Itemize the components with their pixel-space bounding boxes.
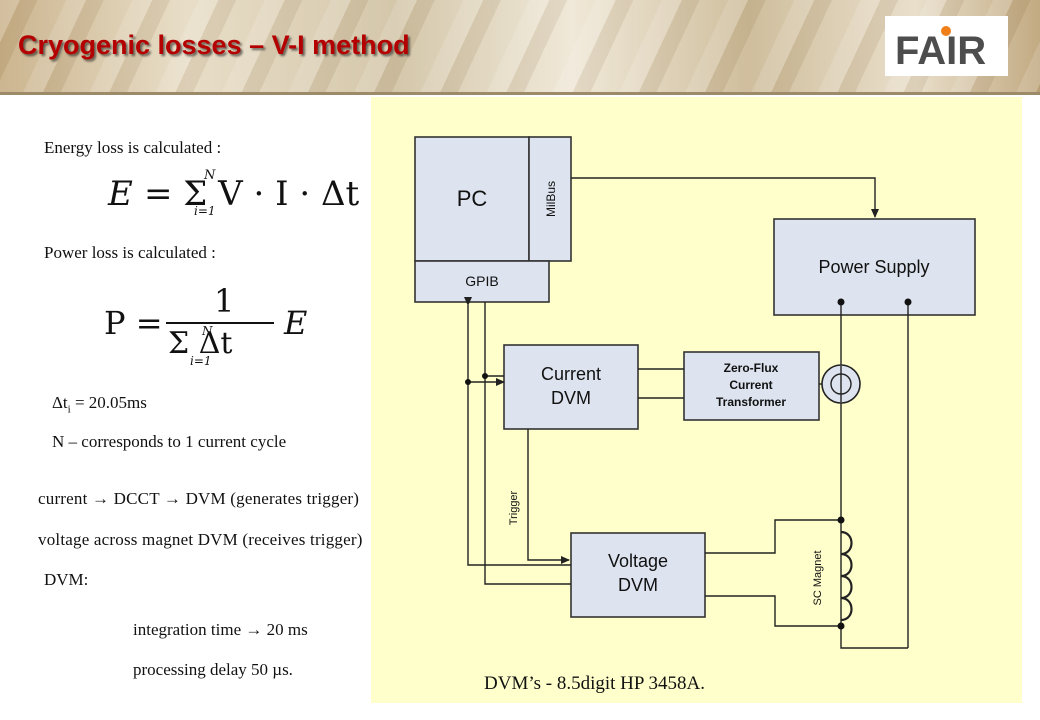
dvm-label: DVM: xyxy=(44,570,89,589)
energy-formula: E = Σ V · I · Δt N i=1 xyxy=(108,168,368,218)
dt-value: Δti = 20.05ms xyxy=(52,393,147,415)
dt-subscript: i xyxy=(67,403,71,416)
milbus-block xyxy=(528,136,572,262)
voltage-chain: voltage across magnet DVM (receives trig… xyxy=(38,530,363,549)
power-supply-block xyxy=(773,218,976,316)
power-sum-upper: N xyxy=(202,324,213,338)
dt-number: = 20.05ms xyxy=(70,393,147,412)
current-dvm-label-2: DVM xyxy=(551,388,591,408)
zero-flux-label-3: Transformer xyxy=(716,395,786,409)
pc-label: PC xyxy=(457,186,488,211)
energy-label: Energy loss is calculated : xyxy=(44,138,222,157)
dvm-caption: DVM’s - 8.5digit HP 3458A. xyxy=(484,673,705,694)
current-dvm-block xyxy=(503,344,639,430)
energy-lhs: E xyxy=(108,174,133,214)
power-denominator: Σ Δt xyxy=(168,326,233,361)
dt-symbol: Δt xyxy=(52,393,68,412)
energy-sum-upper: N xyxy=(204,168,216,183)
header-divider xyxy=(0,92,1040,95)
voltage-tap-top xyxy=(705,519,841,554)
power-lhs: P = xyxy=(104,304,163,342)
processing-delay: processing delay 50 µs. xyxy=(133,660,293,679)
voltage-dvm-block xyxy=(570,532,706,618)
integration-time: integration time → 20 ms xyxy=(133,620,308,639)
trigger-label: Trigger xyxy=(508,490,520,525)
power-supply-label: Power Supply xyxy=(818,257,929,277)
header-banner xyxy=(0,0,1040,92)
zero-flux-label-1: Zero-Flux xyxy=(724,361,779,375)
milbus-arrow xyxy=(571,177,879,218)
power-formula: P = 1 Σ Δt N i=1 E xyxy=(104,282,324,368)
return-lead xyxy=(840,626,908,649)
power-numerator: 1 xyxy=(214,282,235,320)
zero-flux-block xyxy=(683,351,820,421)
logo-dot-icon xyxy=(941,26,951,36)
n-note: N – corresponds to 1 current cycle xyxy=(52,432,287,451)
current-chain: current → DCCT → DVM (generates trigger) xyxy=(38,489,360,508)
voltage-tap-bottom xyxy=(705,595,841,627)
gpib-label: GPIB xyxy=(465,273,498,289)
voltage-dvm-label-2: DVM xyxy=(618,575,658,595)
voltage-dvm-label-1: Voltage xyxy=(608,551,668,571)
sc-magnet-coil-icon xyxy=(840,530,853,622)
fraction-bar xyxy=(166,322,274,324)
milbus-label: MilBus xyxy=(544,181,558,217)
trigger-line xyxy=(527,429,570,564)
zero-flux-label-2: Current xyxy=(729,378,772,392)
energy-sum-lower: i=1 xyxy=(194,204,216,218)
sc-magnet-label: SC Magnet xyxy=(812,550,824,605)
energy-rhs: = Σ V · I · Δt xyxy=(144,174,360,214)
slide-title: Cryogenic losses – V-I method xyxy=(18,30,410,60)
power-sum-lower: i=1 xyxy=(190,354,212,368)
power-rhs: E xyxy=(284,304,308,342)
gpib-voltage-line xyxy=(464,297,571,566)
logo-text: FAIR xyxy=(895,29,986,73)
power-label: Power loss is calculated : xyxy=(44,243,216,262)
gpib-block xyxy=(414,260,550,303)
fair-logo: FAIR xyxy=(885,16,1008,76)
gpib-voltage-line-2 xyxy=(484,302,571,585)
current-dvm-label-1: Current xyxy=(541,364,601,384)
